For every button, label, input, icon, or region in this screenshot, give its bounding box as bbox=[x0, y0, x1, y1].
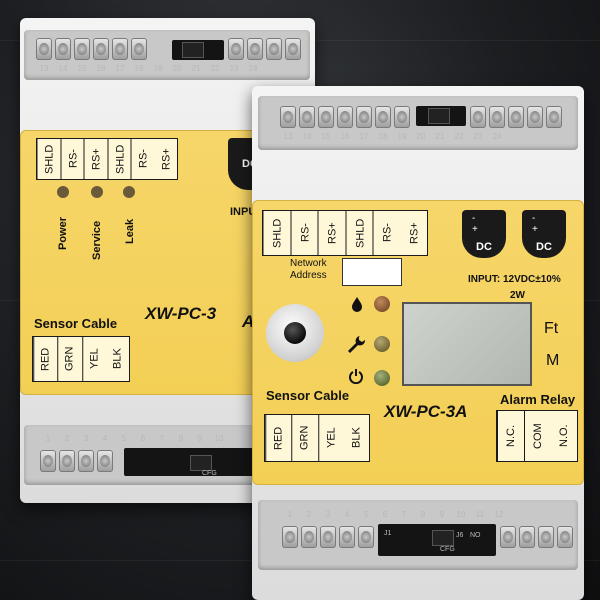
front-power-label: 2W bbox=[510, 290, 525, 301]
front-jumper-mark-j1: J1 bbox=[384, 530, 392, 537]
back-led-leak bbox=[123, 186, 135, 198]
front-bottom-jumper bbox=[432, 530, 454, 546]
front-sensor-cable-label: Sensor Cable bbox=[266, 388, 350, 403]
front-lcd-unit-ft: Ft bbox=[544, 320, 559, 337]
front-top-jumper bbox=[428, 108, 450, 124]
front-dc-block-1: - + DC bbox=[462, 210, 506, 258]
front-network-address-label: Network Address bbox=[290, 258, 327, 281]
front-bottom-terminals-left bbox=[282, 526, 374, 548]
back-bottom-pcb bbox=[124, 448, 254, 476]
front-rotary-knob-center bbox=[284, 322, 306, 344]
front-lcd-display bbox=[402, 302, 532, 386]
back-led-power bbox=[57, 186, 69, 198]
back-top-jumper bbox=[182, 42, 204, 58]
front-input-label: INPUT: 12VDC±10% bbox=[468, 274, 561, 285]
front-network-address-box bbox=[342, 258, 402, 286]
front-alarm-relay-label: Alarm Relay bbox=[500, 392, 576, 407]
front-led-power bbox=[374, 370, 390, 386]
front-jumper-mark-j6: J6 bbox=[456, 532, 464, 539]
back-jumper-label: CFG bbox=[202, 470, 217, 477]
back-sensor-cable-wires: RED GRN YEL BLK bbox=[32, 336, 130, 382]
wrench-icon bbox=[348, 336, 366, 353]
back-bottom-jumper bbox=[190, 455, 212, 471]
front-lcd-unit-m: M bbox=[546, 352, 560, 369]
back-input-label: INPU bbox=[230, 206, 257, 218]
front-jumper-label: CFG bbox=[440, 546, 455, 553]
back-bottom-terminals bbox=[40, 450, 113, 472]
front-bottom-terminals-right bbox=[500, 526, 573, 548]
front-dc-block-2: - + DC bbox=[522, 210, 566, 258]
front-led-service bbox=[374, 336, 390, 352]
front-sensor-cable-wires: RED GRN YEL BLK bbox=[264, 414, 370, 462]
back-sensor-cable-label: Sensor Cable bbox=[34, 316, 118, 331]
front-model: XW-PC-3A bbox=[384, 402, 468, 421]
back-led-service bbox=[91, 186, 103, 198]
drop-icon bbox=[352, 297, 362, 312]
front-jumper-mark-no: NO bbox=[470, 532, 481, 539]
front-top-terminals-right bbox=[470, 106, 562, 128]
front-terminal-labels: SHLD RS- RS+ SHLD RS- RS+ bbox=[262, 210, 428, 256]
front-alarm-relay-contacts: N.C. COM N.O. bbox=[496, 410, 578, 462]
back-model: XW-PC-3 bbox=[145, 304, 217, 323]
back-top-terminals bbox=[36, 38, 147, 60]
power-icon bbox=[349, 369, 363, 384]
back-terminal-labels: SHLD RS- RS+ SHLD RS- RS+ bbox=[36, 138, 178, 180]
front-led-leak bbox=[374, 296, 390, 312]
back-model-suffix: A bbox=[242, 312, 255, 331]
front-top-terminals-left bbox=[280, 106, 410, 128]
back-top-terminals-right bbox=[228, 38, 301, 60]
